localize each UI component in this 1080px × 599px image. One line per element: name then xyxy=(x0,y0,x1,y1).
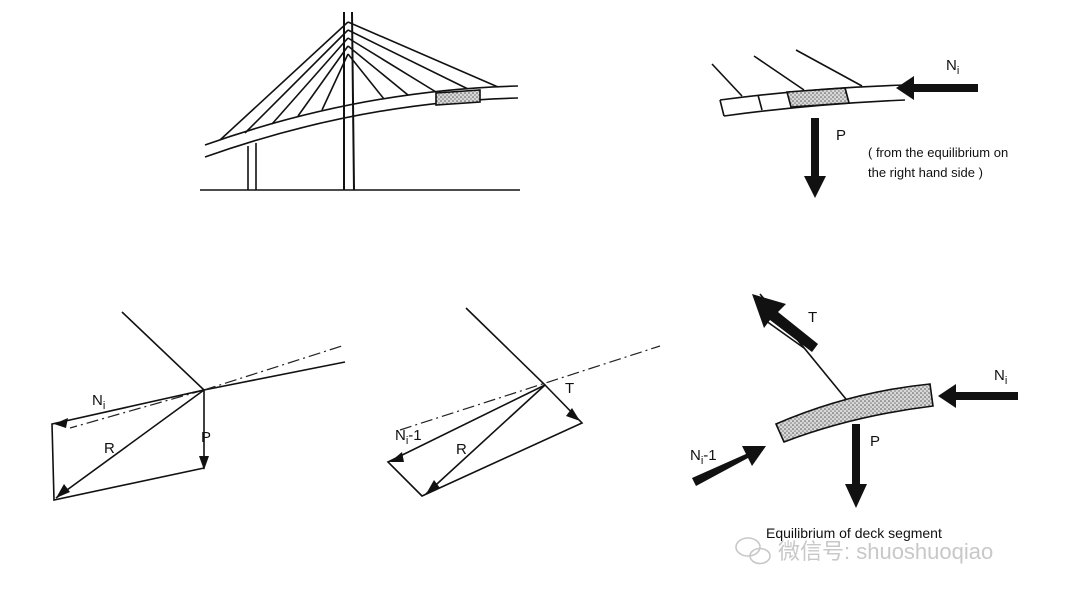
ni1-label-free-body: Ni-1 xyxy=(690,447,717,467)
cable-line-2 xyxy=(465,307,546,386)
dash-chain-1-right xyxy=(203,344,346,391)
free-body-deck-segment xyxy=(774,383,934,444)
t-force-arrow xyxy=(752,294,818,352)
t-label-free-body: T xyxy=(808,309,817,326)
r-label-polygon-1: R xyxy=(104,440,115,457)
t-force-companion-line xyxy=(761,317,805,349)
p-label-free-body: P xyxy=(870,433,880,450)
ni1-label-polygon-2: Ni-1 xyxy=(395,427,422,447)
p-arrowhead-1 xyxy=(199,456,209,470)
cable-main-2 xyxy=(347,29,469,90)
deck-tangent-1 xyxy=(203,361,346,391)
segment-closeup: Ni P ( from the equilibrium on the right… xyxy=(711,49,1008,198)
r-label-polygon-2: R xyxy=(456,441,467,458)
resultant-r-arrowhead-1 xyxy=(56,484,70,498)
cable-back-1 xyxy=(219,21,349,141)
closeup-cable-3 xyxy=(795,49,863,87)
closeup-cable-2 xyxy=(753,55,805,91)
cable-line-1 xyxy=(121,311,205,391)
note-line-2: the right hand side ) xyxy=(868,165,983,180)
deck-segment-highlight xyxy=(435,89,481,106)
ni1-arrowhead-2 xyxy=(390,452,404,462)
watermark: 微信号: shuoshuoqiao xyxy=(735,537,993,565)
ni1-force-arrow-free-body xyxy=(692,446,766,486)
cable-back-3 xyxy=(271,37,349,125)
bridge-elevation xyxy=(200,11,520,191)
t-arrowhead-2 xyxy=(566,408,580,421)
p-force-arrow-free-body xyxy=(845,424,867,508)
free-body-segment: T Ni Ni-1 P Equilibrium of deck segment xyxy=(690,293,1018,541)
force-polygon-t: T Ni-1 R xyxy=(386,307,661,497)
cable-back-4 xyxy=(297,45,349,117)
force-parallelogram-2 xyxy=(386,384,584,497)
note-line-1: ( from the equilibrium on xyxy=(868,145,1008,160)
ni-label-free-body: Ni xyxy=(994,367,1007,387)
ni-force-arrow-free-body xyxy=(938,384,1018,408)
cable-back-5 xyxy=(321,53,349,111)
cable-back-2 xyxy=(244,29,349,134)
watermark-text: 微信号: shuoshuoqiao xyxy=(778,539,993,564)
p-label-polygon-1: P xyxy=(201,429,211,446)
dash-chain-1-left xyxy=(69,389,205,429)
closeup-cable-1 xyxy=(711,63,743,97)
deck-bottom-chord xyxy=(204,97,519,158)
ni-force-arrow xyxy=(896,76,978,100)
cable-main-5 xyxy=(347,53,385,100)
closeup-segment-highlight xyxy=(785,87,851,108)
p-label-closeup: P xyxy=(836,127,846,144)
wechat-icon xyxy=(735,537,771,565)
cable-main-3 xyxy=(347,37,437,93)
resultant-r-arrowhead-2 xyxy=(426,480,440,494)
p-force-arrow-closeup xyxy=(804,118,826,198)
resultant-r-line-2 xyxy=(425,384,546,495)
pylon-right-edge xyxy=(351,11,355,191)
ni-label-closeup: Ni xyxy=(946,57,959,77)
force-polygon-r: Ni R P xyxy=(51,311,346,501)
dash-chain-2 xyxy=(399,345,661,431)
ni-arrowhead-1 xyxy=(54,418,68,428)
t-label-polygon-2: T xyxy=(565,380,574,397)
closeup-deck-joint-1 xyxy=(757,94,763,111)
free-body-caption: Equilibrium of deck segment xyxy=(766,525,942,541)
resultant-r-line-1 xyxy=(55,389,205,499)
closeup-deck-end xyxy=(719,99,725,117)
cable-main-1 xyxy=(347,21,499,88)
ni-label-polygon-1: Ni xyxy=(92,392,105,412)
cable-main-4 xyxy=(347,45,409,96)
